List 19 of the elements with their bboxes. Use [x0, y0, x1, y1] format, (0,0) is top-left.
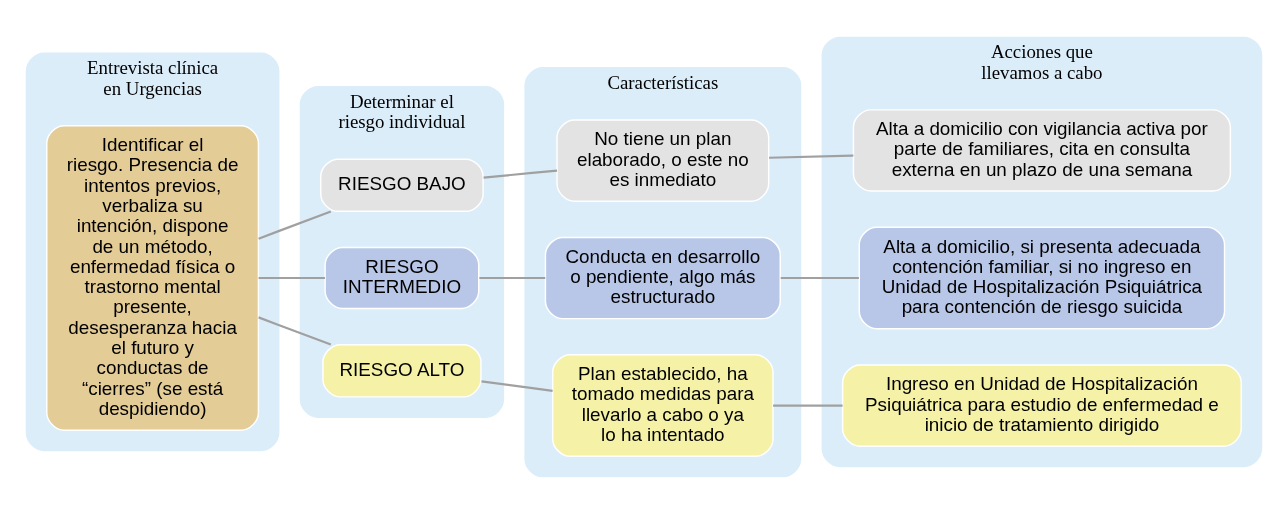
node-box: RIESGO BAJO [320, 157, 484, 212]
node-box: Identificar el riesgo. Presencia de intentos previos, verbaliza su intención, dispone de un método, enfermedad física o trastorno mental presente, desesperanza hacia el futuro y conductas de “cierres” (se está despidiendo) [46, 124, 260, 431]
connector [481, 379, 553, 392]
connector [258, 209, 332, 240]
connector [258, 315, 332, 346]
node-box: No tiene un plan elaborado, o este no es inmediato [556, 118, 770, 202]
connector [773, 404, 843, 407]
node-box: Alta a domicilio, si presenta adecuada contención familiar, si no ingreso en Unidad de Hospitalización Psiquiátrica para contención de riesgo suicida [858, 226, 1226, 329]
node-box: Conducta en desarrollo o pendiente, algo más estructurado [544, 236, 781, 319]
connector [479, 276, 546, 279]
node-box: RIESGO INTERMEDIO [324, 246, 480, 309]
connector [483, 169, 558, 179]
connector [769, 153, 854, 159]
connector [258, 276, 325, 279]
node-box: RIESGO ALTO [322, 343, 482, 398]
node-box: Ingreso en Unidad de Hospitalización Psiquiátrica para estudio de enfermedad e inicio de tratamiento dirigido [841, 363, 1242, 447]
connector [780, 276, 859, 279]
node-box: Plan establecido, ha tomado medidas para llevarlo a cabo o ya lo ha intentado [551, 353, 774, 457]
node-box: Alta a domicilio con vigilancia activa por parte de familiares, cita en consulta externa en un plazo de una semana [852, 108, 1232, 192]
